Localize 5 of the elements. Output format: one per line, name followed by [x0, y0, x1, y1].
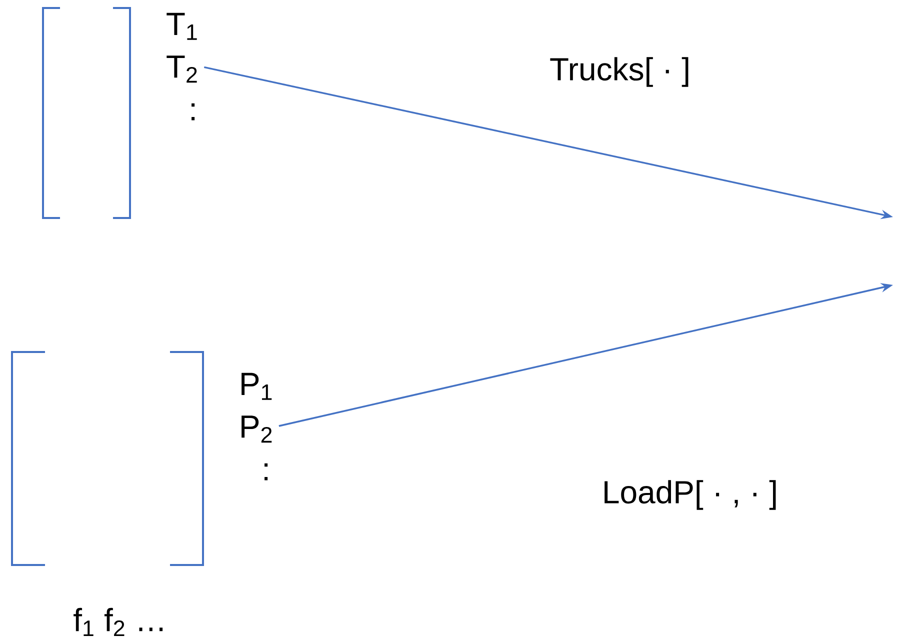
edge-label: Trucks[ · ]	[550, 57, 688, 87]
edge-label: LoadP[ · , · ]	[604, 480, 776, 510]
column-labels: f$_{1}$ f$_{2}$ …	[74, 608, 163, 636]
matrix-labels: T$_{1}$ T$_{2}$ :	[166, 12, 197, 120]
matrix-labels: P$_{1}$ P$_{2}$ :	[242, 372, 272, 480]
